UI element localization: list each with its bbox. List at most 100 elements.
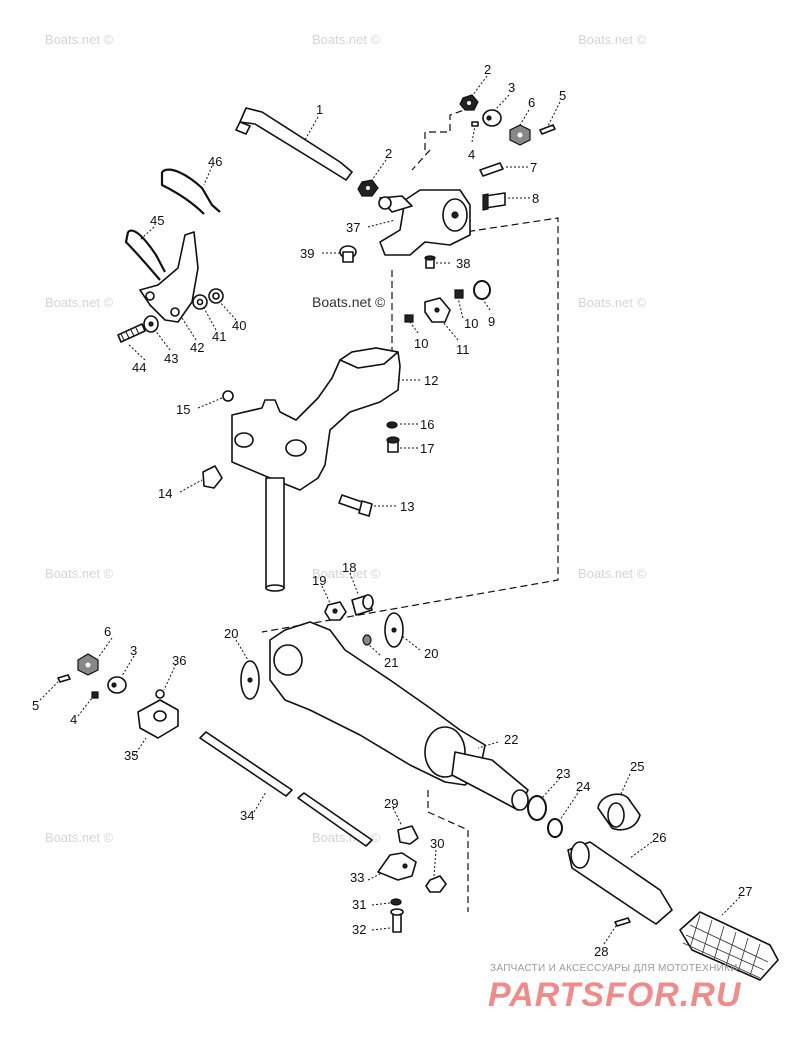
watermark: Boats.net © [45, 566, 114, 581]
callout-2: 2 [385, 146, 392, 161]
callout-numbers: 1 2 3 6 5 4 2 7 8 37 39 38 9 10 10 11 12… [32, 62, 752, 959]
part-36-screw [155, 689, 165, 699]
watermark-center: Boats.net © [312, 294, 386, 310]
part-4-pin-b [91, 691, 99, 699]
part-25-collar [597, 793, 641, 831]
part-46-clip [160, 168, 221, 215]
callout-9: 9 [488, 314, 495, 329]
part-35-block [137, 699, 179, 739]
part-33-bracket [377, 852, 417, 881]
callout-2: 2 [484, 62, 491, 77]
watermark: Boats.net © [578, 32, 647, 47]
part-21-washer [362, 634, 372, 646]
part-31-washer [390, 898, 402, 906]
part-27-grip [679, 911, 779, 981]
part-15-nut [222, 390, 234, 402]
part-40-nut [208, 288, 224, 304]
part-3-barrel [482, 109, 502, 127]
callout-20: 20 [424, 646, 438, 661]
callout-31: 31 [352, 897, 366, 912]
callout-35: 35 [124, 748, 138, 763]
callout-21: 21 [384, 655, 398, 670]
part-4-pin [471, 121, 479, 127]
footer-tagline: ЗАПЧАСТИ И АКСЕССУАРЫ ДЛЯ МОТОТЕХНИКИ [490, 963, 738, 974]
part-9-ring [473, 280, 491, 300]
part-32-screw [390, 908, 404, 933]
watermark: Boats.net © [45, 32, 114, 47]
watermark: Boats.net © [578, 295, 647, 310]
assembly-lines [261, 107, 559, 912]
part-2-nut [459, 94, 479, 111]
callout-37: 37 [346, 220, 360, 235]
part-13-bolt [338, 494, 373, 517]
part-17-bolt [386, 436, 400, 453]
callout-22: 22 [504, 732, 518, 747]
part-37-linkage [378, 189, 471, 256]
callout-46: 46 [208, 154, 222, 169]
callout-27: 27 [738, 884, 752, 899]
part-6-nut-b [77, 653, 99, 676]
watermark: Boats.net © [312, 566, 381, 581]
callout-26: 26 [652, 830, 666, 845]
callout-5: 5 [559, 88, 566, 103]
callout-44: 44 [132, 360, 146, 375]
callout-5: 5 [32, 698, 39, 713]
part-16-washer [386, 421, 398, 429]
callout-43: 43 [164, 351, 178, 366]
part-20-washer-a [240, 660, 260, 700]
callout-40: 40 [232, 318, 246, 333]
callout-3: 3 [130, 643, 137, 658]
callout-20: 20 [224, 626, 238, 641]
callout-6: 6 [528, 95, 535, 110]
footer-logo[interactable]: PARTSFOR.RU [488, 976, 742, 1014]
callout-3: 3 [508, 80, 515, 95]
part-42-bracket [139, 231, 199, 323]
part-28-pin [614, 917, 631, 927]
callout-10: 10 [414, 336, 428, 351]
part-7-pin [479, 162, 504, 177]
callout-12: 12 [424, 373, 438, 388]
part-30-nut [425, 875, 447, 893]
part-26-grip-sleeve [567, 841, 673, 925]
callout-14: 14 [158, 486, 172, 501]
callout-10: 10 [464, 316, 478, 331]
part-3-barrel-b [107, 676, 127, 694]
callout-45: 45 [150, 213, 164, 228]
part-19-nut [324, 601, 347, 621]
callout-19: 19 [312, 573, 326, 588]
callout-17: 17 [420, 441, 434, 456]
callout-38: 38 [456, 256, 470, 271]
part-8-screw [482, 192, 506, 211]
callout-39: 39 [300, 246, 314, 261]
part-24-ring [547, 818, 563, 838]
part-44-screw [117, 323, 146, 343]
callout-6: 6 [104, 624, 111, 639]
watermark: Boats.net © [45, 295, 114, 310]
callout-18: 18 [342, 560, 356, 575]
watermark: Boats.net © [578, 566, 647, 581]
leader-lines [39, 75, 741, 945]
callout-16: 16 [420, 417, 434, 432]
callout-7: 7 [530, 160, 537, 175]
part-39-screw [339, 245, 357, 263]
part-41-washer [192, 294, 208, 310]
callout-30: 30 [430, 836, 444, 851]
part-38-screw [424, 255, 436, 269]
part-5-pin-b [57, 674, 71, 683]
part-12-tiller-bracket [231, 347, 401, 592]
part-11-clevis [424, 297, 451, 323]
part-23-ring [527, 795, 547, 821]
callout-11: 11 [456, 342, 470, 357]
part-10-screw [454, 289, 464, 299]
part-1-rod [235, 107, 353, 181]
callout-42: 42 [190, 340, 204, 355]
part-6-nut [509, 124, 531, 146]
part-22-tiller-arm [269, 621, 529, 811]
callout-23: 23 [556, 766, 570, 781]
part-43-washer [143, 315, 159, 333]
callout-34: 34 [240, 808, 254, 823]
callout-36: 36 [172, 653, 186, 668]
callout-25: 25 [630, 759, 644, 774]
watermark: Boats.net © [45, 830, 114, 845]
